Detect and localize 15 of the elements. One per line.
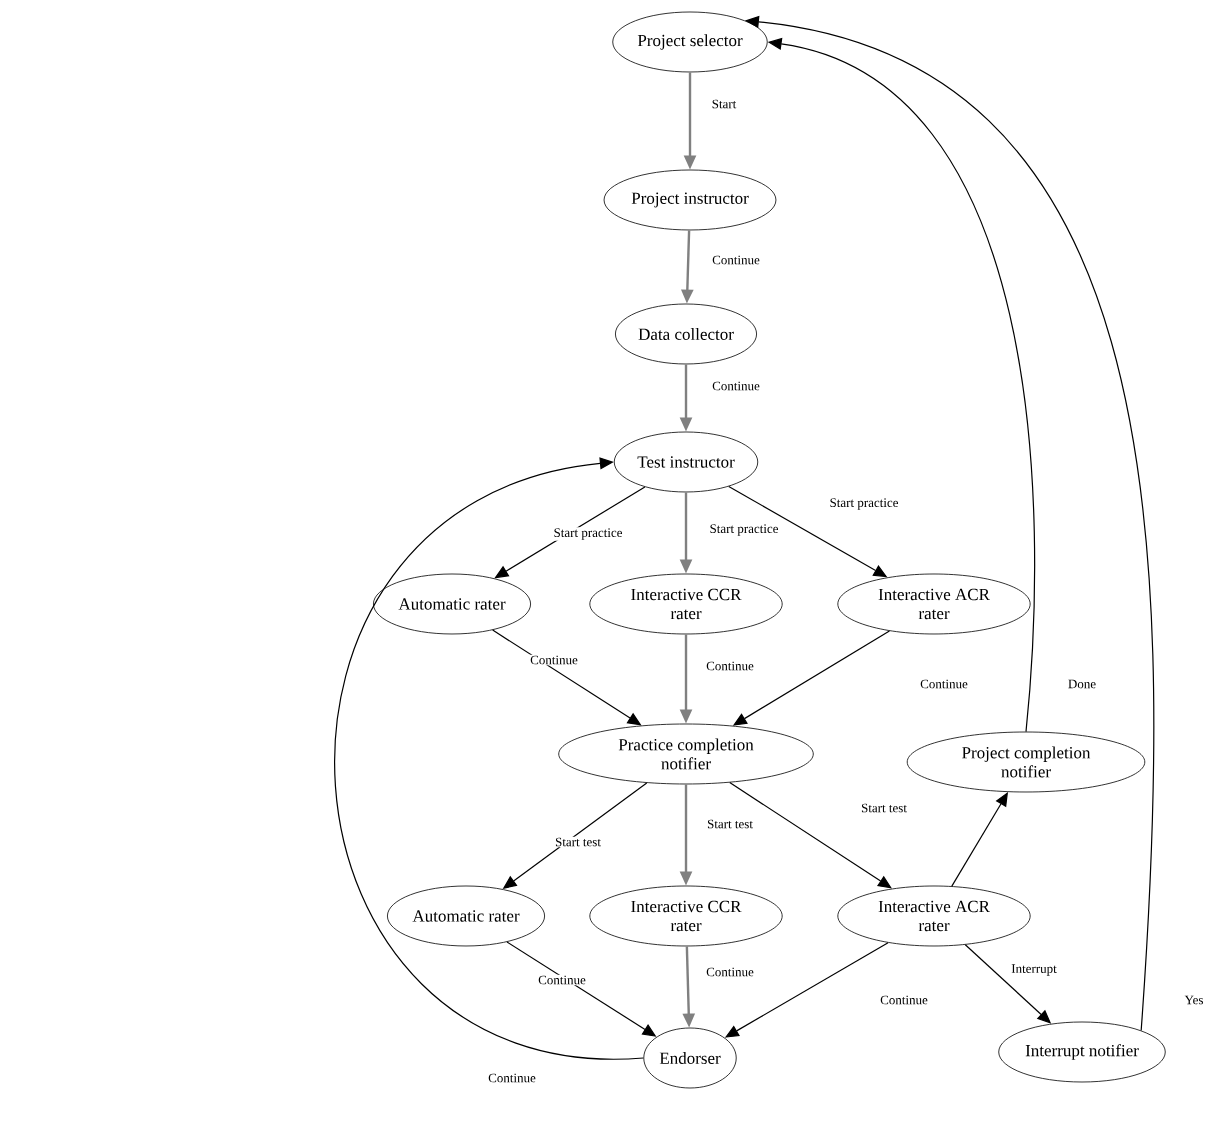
ellipse-node: Test instructor <box>613 431 759 493</box>
ellipse-node: Project completion notifier <box>906 731 1146 793</box>
ellipse-node: Automatic rater <box>387 885 545 947</box>
ellipse-node: Interactive ACR rater <box>837 573 1031 635</box>
ellipse-node: Interactive ACR rater <box>837 885 1031 947</box>
ellipse-node: Data collector <box>615 303 757 365</box>
ellipse-node: Interrupt notifier <box>998 1021 1166 1083</box>
ellipse-node: Project selector <box>612 11 768 73</box>
ellipse-node: Automatic rater <box>373 573 531 635</box>
ellipse-node: Project instructor <box>603 169 777 231</box>
arrow <box>334 457 644 1059</box>
ellipse-node: Interactive CCR rater <box>589 573 783 635</box>
ellipse-node: Interactive CCR rater <box>589 885 783 947</box>
ellipse-node: Endorser <box>643 1027 737 1089</box>
ellipse-node: Practice completion notifier <box>558 723 814 785</box>
